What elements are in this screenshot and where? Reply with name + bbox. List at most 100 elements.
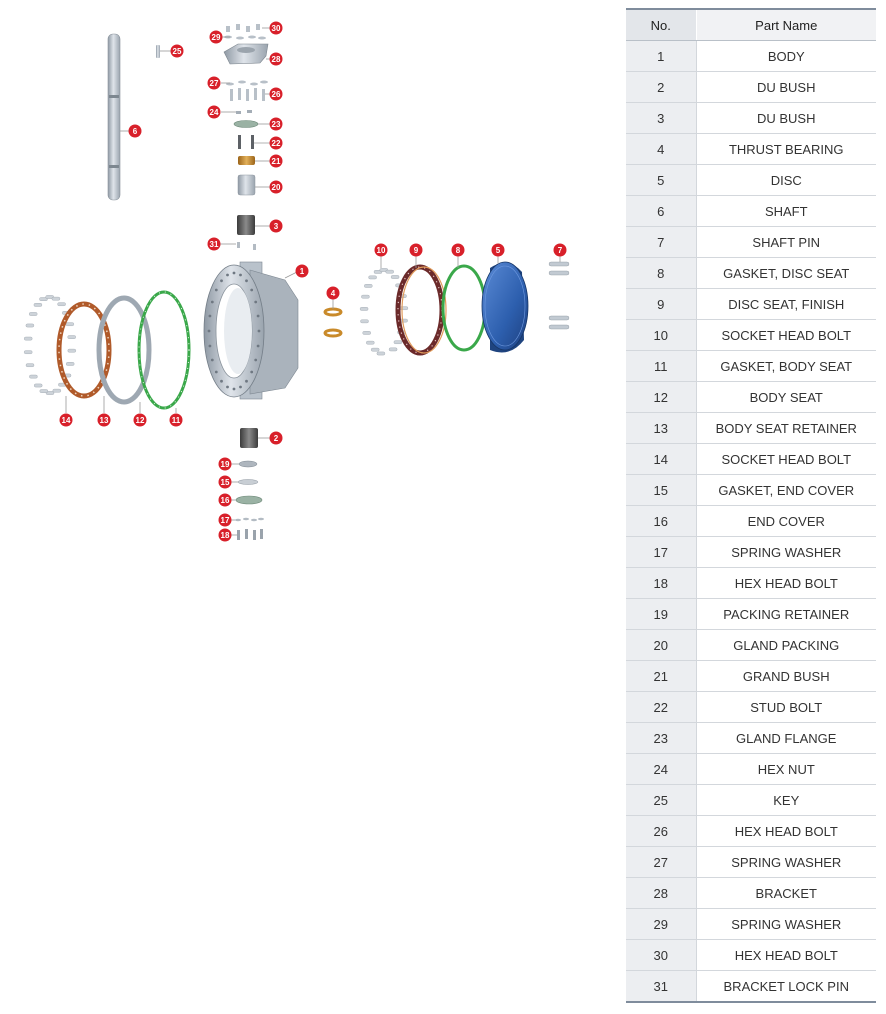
bolt-hole-shape [208, 344, 212, 348]
bolt-hole-shape [250, 370, 254, 374]
bolt-hole-shape [208, 314, 212, 318]
part-number-cell: 13 [626, 412, 696, 444]
bolt-shape [33, 303, 43, 307]
callout-10: 10 [374, 243, 388, 257]
bolt-shape [65, 362, 75, 366]
callout-30: 30 [269, 21, 283, 35]
part-name-cell: THRUST BEARING [695, 133, 876, 165]
callout-31-label: 31 [210, 240, 219, 249]
body-seat-part [96, 295, 152, 405]
callout-21-label: 21 [272, 157, 281, 166]
bolt-shape [362, 331, 371, 335]
callout-7-label: 7 [558, 246, 563, 255]
bolt-shape [371, 347, 380, 352]
part-name-cell: BODY SEAT RETAINER [695, 412, 876, 444]
stud-bolt-part [238, 135, 254, 149]
callout-27: 27 [207, 76, 221, 90]
bolt-shape [67, 335, 76, 339]
part-name-cell: SHAFT PIN [695, 226, 876, 258]
bolt-shape [390, 275, 400, 279]
gland-flange-part [233, 120, 259, 128]
bolt-shape [360, 319, 369, 324]
part-name-cell: BRACKET LOCK PIN [695, 970, 876, 1003]
exploded-view-svg: 1 2 3 4 5 6 7 8 9 10 11 12 13 14 15 16 1… [24, 21, 570, 542]
bolt-hole-shape [256, 314, 260, 318]
bolt-shape [67, 348, 77, 353]
valve-body-bolt-holes [207, 271, 261, 391]
callout-24-label: 24 [210, 108, 219, 117]
callout-1: 1 [295, 264, 309, 278]
bolt-shape [65, 322, 75, 327]
part-number-cell: 1 [626, 40, 696, 72]
part-number-cell: 14 [626, 443, 696, 475]
part-name-cell: GLAND PACKING [695, 629, 876, 661]
bolt-hole-shape [254, 358, 258, 362]
bolt-shape [39, 297, 48, 301]
column-header-part-name: Part Name [695, 8, 876, 41]
callout-29-label: 29 [212, 33, 221, 42]
callout-20: 20 [269, 180, 283, 194]
part-name-cell: BRACKET [695, 877, 876, 909]
part-number-cell: 5 [626, 164, 696, 196]
callout-17: 17 [218, 513, 232, 527]
callout-23-label: 23 [272, 120, 281, 129]
bolt-hole-shape [210, 358, 214, 362]
part-number-cell: 25 [626, 784, 696, 816]
bolt-shape [39, 389, 48, 393]
gasket-end-cover-part [237, 479, 259, 485]
part-name-cell: DU BUSH [695, 71, 876, 103]
bolt-hole-shape [239, 385, 242, 389]
callout-6-label: 6 [133, 127, 138, 136]
bolt-shape [376, 351, 386, 356]
bolt-shape [399, 306, 409, 311]
part-name-cell: GASKET, DISC SEAT [695, 257, 876, 289]
callout-24: 24 [207, 105, 221, 119]
hex-head-bolt-bottom-part [237, 529, 263, 540]
callout-25-label: 25 [173, 47, 182, 56]
part-name-cell: END COVER [695, 505, 876, 537]
packing-retainer-part [238, 460, 258, 468]
part-number-cell: 28 [626, 877, 696, 909]
part-name-cell: DISC [695, 164, 876, 196]
body-seat-retainer-holes [58, 303, 110, 397]
callout-15: 15 [218, 475, 232, 489]
part-number-cell: 21 [626, 660, 696, 692]
callout-31: 31 [207, 237, 221, 251]
part-number-cell: 15 [626, 474, 696, 506]
shaft-part [107, 33, 121, 201]
part-name-cell: HEX HEAD BOLT [695, 939, 876, 971]
gasket-disc-seat-part [441, 264, 487, 352]
part-name-cell: GRAND BUSH [695, 660, 876, 692]
callout-8: 8 [451, 243, 465, 257]
valve-body-part [203, 261, 299, 400]
leader-lines [65, 27, 561, 536]
bolt-shape [366, 340, 375, 345]
part-number-cell: 27 [626, 846, 696, 878]
callout-10-label: 10 [377, 246, 386, 255]
bolt-shape [57, 302, 66, 307]
part-number-cell: 6 [626, 195, 696, 227]
callout-4: 4 [326, 286, 340, 300]
callout-22: 22 [269, 136, 283, 150]
part-name-cell: DU BUSH [695, 102, 876, 134]
callout-16: 16 [218, 493, 232, 507]
part-number-cell: 17 [626, 536, 696, 568]
part-name-cell: SPRING WASHER [695, 908, 876, 940]
bolt-shape [364, 284, 373, 288]
disc-seat-orange-edge [401, 266, 447, 354]
bolt-hole-shape [220, 379, 223, 383]
